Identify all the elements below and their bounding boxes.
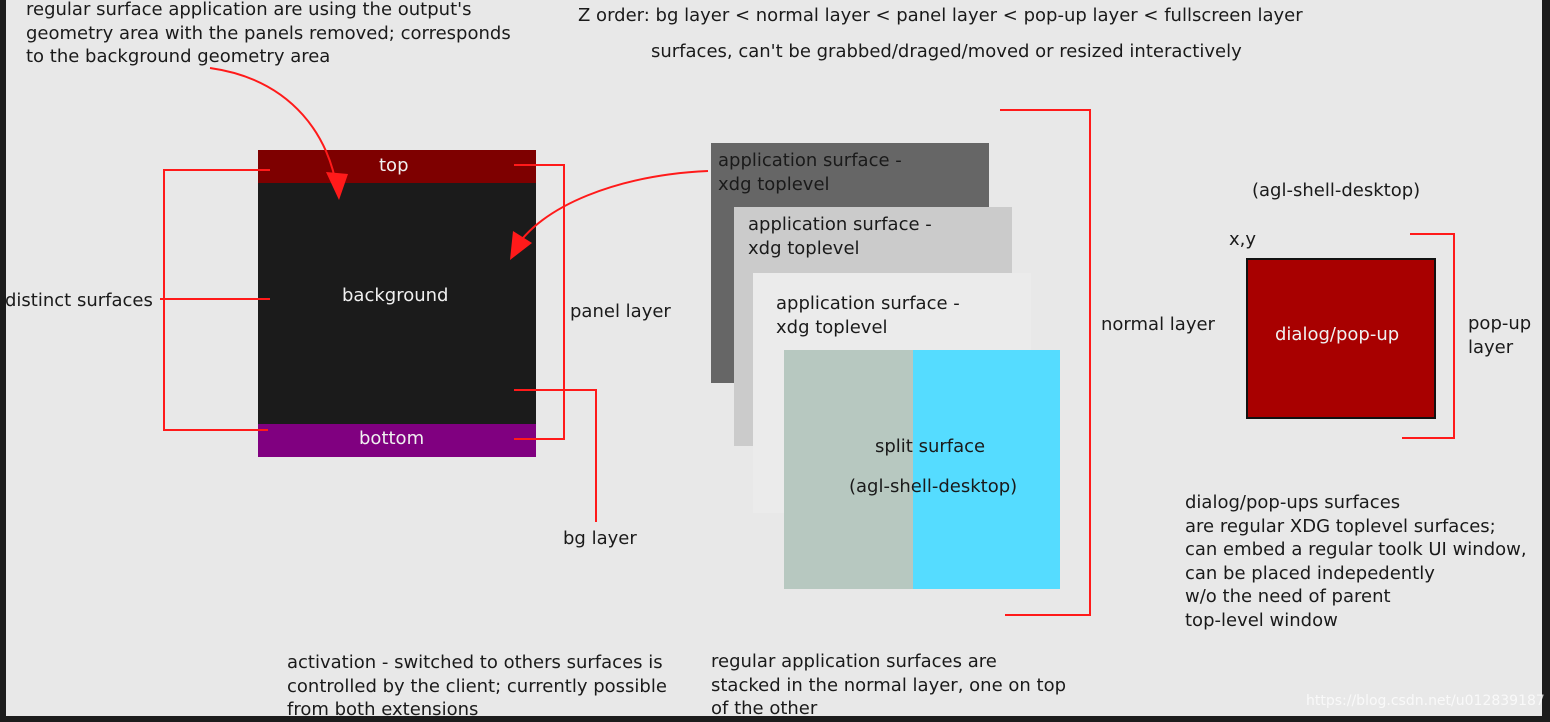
app-surface-2-label: application surface - xdg toplevel [748, 214, 932, 259]
split-surface-sub-label: (agl-shell-desktop) [849, 476, 1018, 497]
stack-note: regular application surfaces are stacked… [711, 651, 1067, 719]
app-surface-3-label: application surface - xdg toplevel [776, 293, 960, 338]
regular-surface-note: regular surface application are using th… [26, 0, 511, 67]
background-label: background [342, 285, 449, 306]
app-surface-1-label: application surface - xdg toplevel [718, 150, 902, 195]
dialog-note: dialog/pop-ups surfaces are regular XDG … [1185, 492, 1527, 631]
dialog-popup-label: dialog/pop-up [1275, 324, 1400, 345]
top-panel-label: top [379, 155, 409, 176]
split-surface-right [913, 350, 1060, 589]
panel-layer-label: panel layer [570, 301, 671, 322]
bottom-panel: bottom [258, 424, 536, 457]
bg-layer-label: bg layer [563, 528, 637, 549]
top-panel: top [258, 150, 536, 183]
background-surface: background [258, 183, 536, 424]
normal-layer-label: normal layer [1101, 314, 1215, 335]
split-surface-left [784, 350, 913, 589]
split-surface-label: split surface [875, 436, 986, 457]
activation-note: activation - switched to others surfaces… [287, 652, 667, 720]
surfaces-note: surfaces, can't be grabbed/draged/moved … [651, 41, 1242, 62]
bottom-panel-label: bottom [359, 428, 425, 449]
watermark: https://blog.csdn.net/u012839187 [1306, 693, 1545, 709]
xy-label: x,y [1229, 229, 1257, 250]
distinct-surfaces-label: distinct surfaces [5, 290, 153, 311]
agl-shell-desktop-label: (agl-shell-desktop) [1252, 180, 1421, 201]
popup-layer-label: pop-up layer [1468, 313, 1532, 358]
dialog-popup-box: dialog/pop-up [1246, 258, 1436, 419]
z-order-text: Z order: bg layer < normal layer < panel… [578, 5, 1303, 26]
